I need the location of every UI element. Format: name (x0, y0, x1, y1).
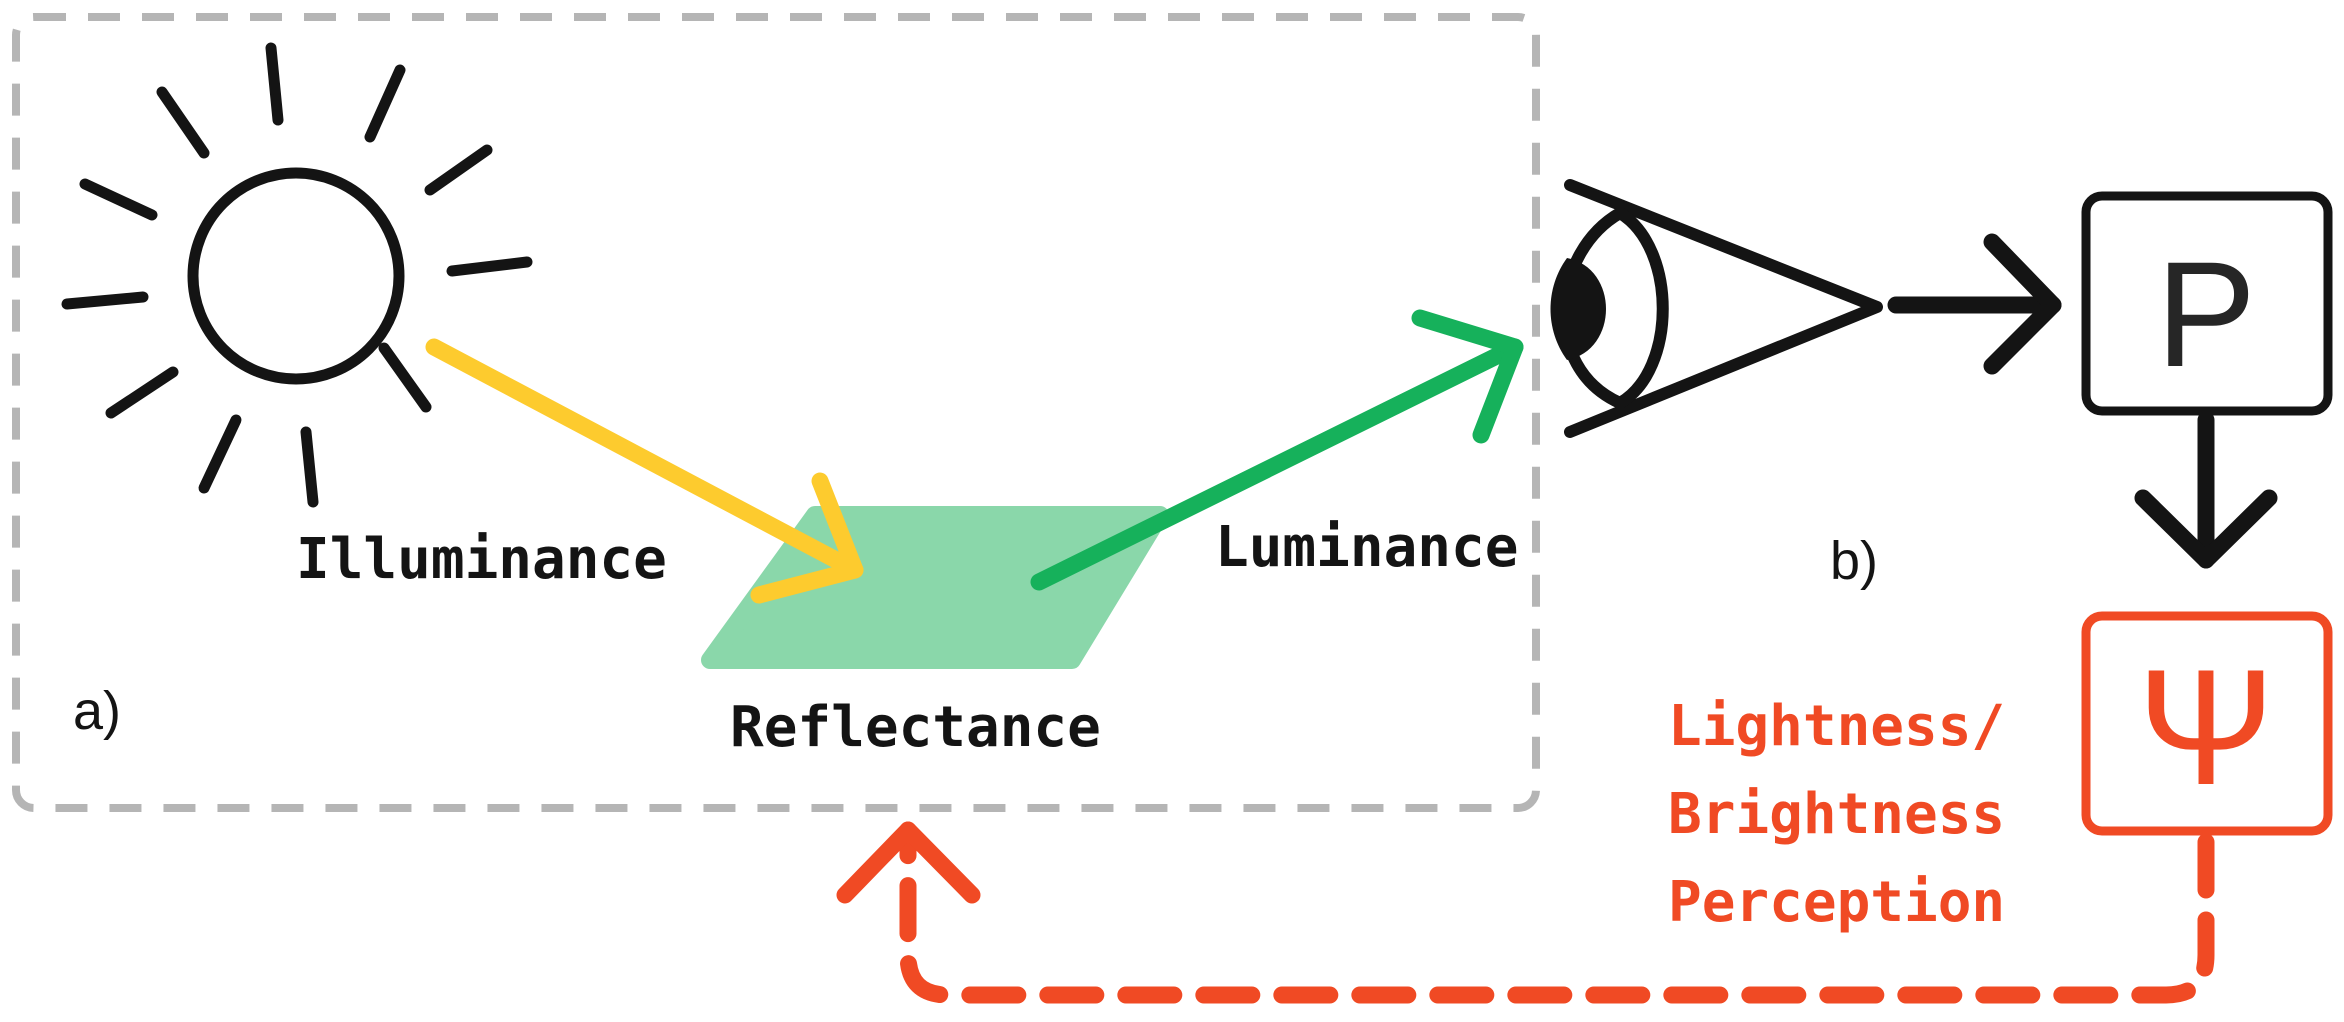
psi-symbol: Ψ (2137, 635, 2275, 819)
perception-label-line-2: Brightness (1668, 782, 2005, 847)
illuminance-arrow (425, 338, 864, 604)
sun-ray (446, 256, 533, 277)
illuminance-label: Illuminance (296, 527, 667, 592)
panel-b-label: b) (1830, 531, 1878, 591)
sun-ray (105, 366, 179, 419)
panel-a-frame (12, 13, 1540, 812)
sun-ray (300, 426, 319, 508)
processing-symbol: P (2156, 230, 2256, 398)
sun-ray (79, 178, 158, 221)
eye-lids (1564, 179, 1883, 438)
sun-ray (61, 291, 149, 310)
feedback-arrow (836, 821, 2215, 1004)
sun-ray (198, 414, 242, 494)
processing-box (2081, 191, 2333, 416)
eye-icon (1550, 179, 1883, 438)
sun-ray (424, 144, 493, 196)
eye-to-processing-arrow (1887, 233, 2062, 375)
luminance-label: Luminance (1215, 515, 1518, 580)
sun-ray (265, 42, 284, 126)
eye-pupil (1550, 258, 1606, 360)
sun-icon (61, 42, 533, 508)
sun-ray (156, 86, 210, 159)
luminance-arrow (1030, 309, 1524, 591)
panel-a-label: a) (73, 681, 121, 741)
sun-ray (364, 64, 406, 143)
perception-label-line-1: Lightness/ (1668, 694, 2005, 759)
processing-to-perception-arrow (2134, 411, 2278, 569)
perception-box (2081, 611, 2333, 836)
sun-disc (187, 167, 405, 385)
sun-ray (378, 342, 432, 413)
reflectance-label: Reflectance (730, 695, 1101, 760)
perception-label-line-3: Perception (1668, 870, 2005, 935)
